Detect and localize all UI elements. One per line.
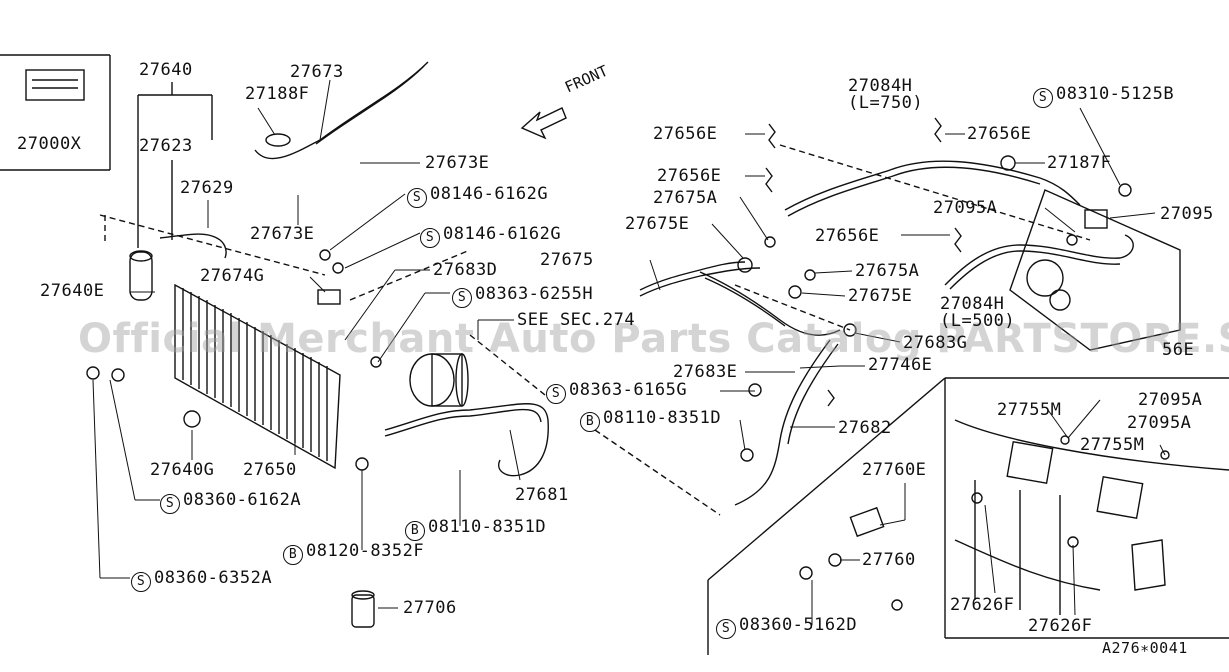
compressor-icon <box>409 353 469 407</box>
bolt-number-8: 08360-6162A <box>183 490 302 510</box>
part-label-27673E-b: 27673E <box>250 224 315 244</box>
bolt-mark-11: S <box>716 619 736 639</box>
bolt-mark-10: S <box>1033 88 1053 108</box>
see-section-label: SEE SEC.274 <box>517 310 636 330</box>
part-label-27682: 27682 <box>838 418 892 438</box>
diagram-id: A276∗0041 <box>1102 639 1188 657</box>
watermark: Official Merchant Auto Parts Catalog PAR… <box>78 316 1229 362</box>
part-label-27673E-a: 27673E <box>425 153 490 173</box>
bolt-number-10: 08310-5125B <box>1056 84 1175 104</box>
hose-27682 <box>734 339 831 506</box>
bolt-mark-8: S <box>160 494 180 514</box>
hose-27084H-500 <box>944 234 1134 286</box>
part-label-27746E: 27746E <box>868 355 933 375</box>
part-label-27760E: 27760E <box>862 460 927 480</box>
bolt-number-6: 08110-8351D <box>428 517 547 537</box>
part-label-27760: 27760 <box>862 550 916 570</box>
bolt-mark-4: S <box>546 384 566 404</box>
bolt-mark-9: S <box>131 572 151 592</box>
leader-lines <box>92 79 1166 625</box>
receiver-bracket-lines <box>137 82 213 248</box>
part-label-27675E-b: 27675E <box>848 286 913 306</box>
bolt-mark-2: S <box>420 228 440 248</box>
part-label-27683G: 27683G <box>903 333 968 353</box>
part-label-27683D: 27683D <box>433 260 498 280</box>
part-label-27755M-b: 27755M <box>1080 435 1145 455</box>
part-label-27095: 27095 <box>1160 204 1214 224</box>
part-label-27629: 27629 <box>180 178 234 198</box>
hose-27681 <box>384 403 549 477</box>
part-label-27673: 27673 <box>290 62 344 82</box>
bolt-number-11: 08360-5162D <box>739 615 858 635</box>
leader-dashed <box>99 214 326 276</box>
bolt-number-1: 08146-6162G <box>430 184 549 204</box>
part-label-27656E-a: 27656E <box>653 124 718 144</box>
kit-box <box>0 54 111 171</box>
part-label-27084H-b: 27084H <box>940 294 1005 314</box>
evaporator-housing-icon <box>1009 189 1181 351</box>
part-label-27656E-e: 56E <box>1162 340 1195 360</box>
bolt-number-2: 08146-6162G <box>443 224 562 244</box>
part-label-27640E: 27640E <box>40 281 105 301</box>
part-label-27755M-a: 27755M <box>997 400 1062 420</box>
part-label-27626F-b: 27626F <box>1028 616 1093 636</box>
part-label-27084H-a-length: (L=750) <box>848 93 924 113</box>
part-label-27187F: 27187F <box>1047 153 1112 173</box>
inset-frame <box>707 377 1229 655</box>
part-label-27623: 27623 <box>139 136 193 156</box>
part-label-27095A-b: 27095A <box>1138 390 1203 410</box>
bolt-number-7: 08120-8352F <box>306 541 425 561</box>
part-label-27650: 27650 <box>243 460 297 480</box>
part-label-27000X: 27000X <box>17 134 82 154</box>
part-label-27626F-a: 27626F <box>950 595 1015 615</box>
condenser-icon <box>174 283 341 470</box>
part-label-27675: 27675 <box>540 250 594 270</box>
part-label-27681: 27681 <box>515 485 569 505</box>
part-label-27640G: 27640G <box>150 460 215 480</box>
bolt-mark-1: S <box>407 188 427 208</box>
part-label-27095A-a: 27095A <box>933 198 998 218</box>
clip-27188F <box>265 133 291 147</box>
bolt-number-5: 08110-8351D <box>603 408 722 428</box>
part-label-27674G: 27674G <box>200 266 265 286</box>
part-label-27706: 27706 <box>403 598 457 618</box>
part-label-27095A-c: 27095A <box>1127 413 1192 433</box>
bolt-mark-7: B <box>283 545 303 565</box>
receiver-drier-icon <box>129 250 153 301</box>
part-label-27656E-b: 27656E <box>967 124 1032 144</box>
part-label-27656E-d: 27656E <box>815 226 880 246</box>
bolt-mark-3: S <box>452 288 472 308</box>
front-arrow-icon <box>520 107 567 140</box>
part-label-27656E-c: 27656E <box>657 166 722 186</box>
part-label-27084H-a: 27084H <box>848 76 913 96</box>
part-label-27640: 27640 <box>139 60 193 80</box>
part-label-27683E: 27683E <box>673 362 738 382</box>
bolt-number-3: 08363-6255H <box>475 284 594 304</box>
pipe-27629 <box>159 233 227 259</box>
part-label-27675A-a: 27675A <box>653 188 718 208</box>
bolt-number-4: 08363-6165G <box>569 380 688 400</box>
part-label-27084H-b-length: (L=500) <box>940 311 1016 331</box>
hose-27084H-750 <box>784 160 1081 211</box>
bolt-number-9: 08360-6352A <box>154 568 273 588</box>
part-label-27188F: 27188F <box>245 84 310 104</box>
part-label-27675A-b: 27675A <box>855 261 920 281</box>
bolt-mark-6: B <box>405 521 425 541</box>
small-parts <box>86 117 1170 628</box>
bolt-mark-5: B <box>580 412 600 432</box>
part-label-27675E-a: 27675E <box>625 214 690 234</box>
